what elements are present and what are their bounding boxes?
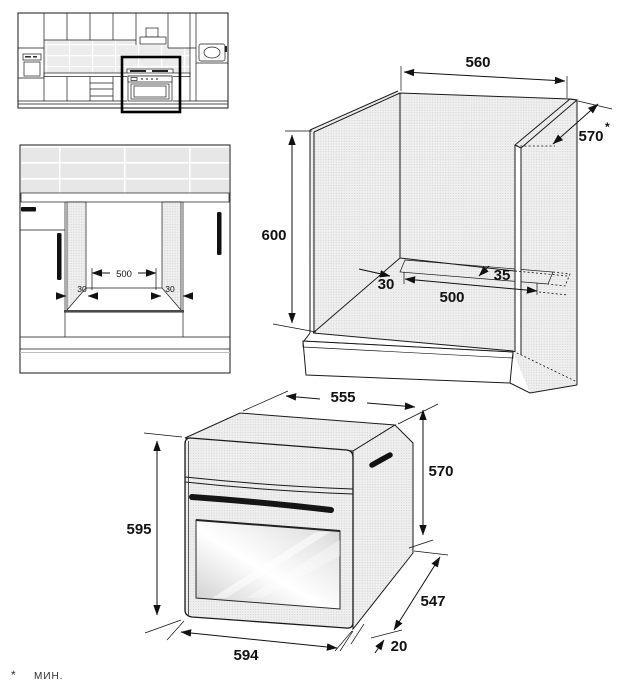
niche-cabinet-lines xyxy=(20,202,230,350)
dim-vent-length: 500 xyxy=(439,289,464,306)
range-hood xyxy=(139,27,167,45)
wall-oven-left xyxy=(22,53,42,77)
control-panel-lines xyxy=(184,476,354,495)
dim-vent-offset: 30 xyxy=(378,276,395,293)
niche-sill xyxy=(64,310,184,313)
dim-front-left-clearance: 30 xyxy=(77,284,87,294)
dim-vent-depth: 35 xyxy=(494,267,511,284)
cooktop-oven-unit xyxy=(126,68,174,102)
base-edges xyxy=(303,332,578,394)
window-glare xyxy=(212,532,340,598)
footnote-label: МИН. xyxy=(34,671,64,682)
backsplash-tiles-front xyxy=(21,146,229,193)
oven-door-handle xyxy=(189,494,334,513)
dim-oven-front-height: 595 xyxy=(126,521,151,538)
niche-3d-dimensions: 560 570 * 600 30 500 35 xyxy=(261,54,613,333)
oven-3d: 555 570 595 594 547 20 xyxy=(126,389,453,664)
cabinet-handle-right-door xyxy=(217,212,222,255)
dim-niche-width: 560 xyxy=(465,54,490,71)
right-wall-top-face xyxy=(514,98,579,149)
kitchen-elevation xyxy=(17,12,229,114)
side-vent-slot xyxy=(369,452,393,468)
footnote: * МИН. xyxy=(11,668,64,682)
right-wall-front-edge xyxy=(515,145,521,355)
dim-niche-depth: 570 xyxy=(578,128,603,145)
cabinet-lines xyxy=(18,13,228,105)
dim-niche-depth-footnote-marker: * xyxy=(605,120,610,134)
washing-machine xyxy=(198,43,227,62)
hidden-floor-edges xyxy=(512,270,576,382)
countertop-front xyxy=(20,192,230,203)
cabinet-handle-top-left xyxy=(21,207,36,212)
niche-front-view: 500 30 30 xyxy=(19,144,231,374)
oven-3d-dimensions: 555 570 595 594 547 20 xyxy=(126,389,453,664)
oven-side-face xyxy=(352,424,414,631)
niche-3d: 560 570 * 600 30 500 35 xyxy=(261,54,613,394)
dim-oven-front-width: 594 xyxy=(233,647,259,664)
dim-door-overhang: 20 xyxy=(391,638,408,655)
cabinet-handle-left-door xyxy=(57,233,62,280)
dim-oven-casing-height: 570 xyxy=(428,463,453,480)
vent-strip-hidden-edge xyxy=(547,271,571,287)
plinth-drawer xyxy=(302,340,514,384)
dim-front-right-clearance: 30 xyxy=(165,284,175,294)
dim-niche-height: 600 xyxy=(261,227,286,244)
oven-location-highlight-box xyxy=(120,55,182,114)
front-view-dimensions: 500 30 30 xyxy=(55,268,194,300)
footnote-marker: * xyxy=(11,668,16,682)
dim-front-opening-width: 500 xyxy=(116,269,132,280)
dim-oven-casing-depth: 547 xyxy=(420,593,445,610)
dim-oven-casing-width: 555 xyxy=(330,389,355,406)
window-top-shadow xyxy=(195,519,341,532)
niche-interior xyxy=(310,91,577,393)
